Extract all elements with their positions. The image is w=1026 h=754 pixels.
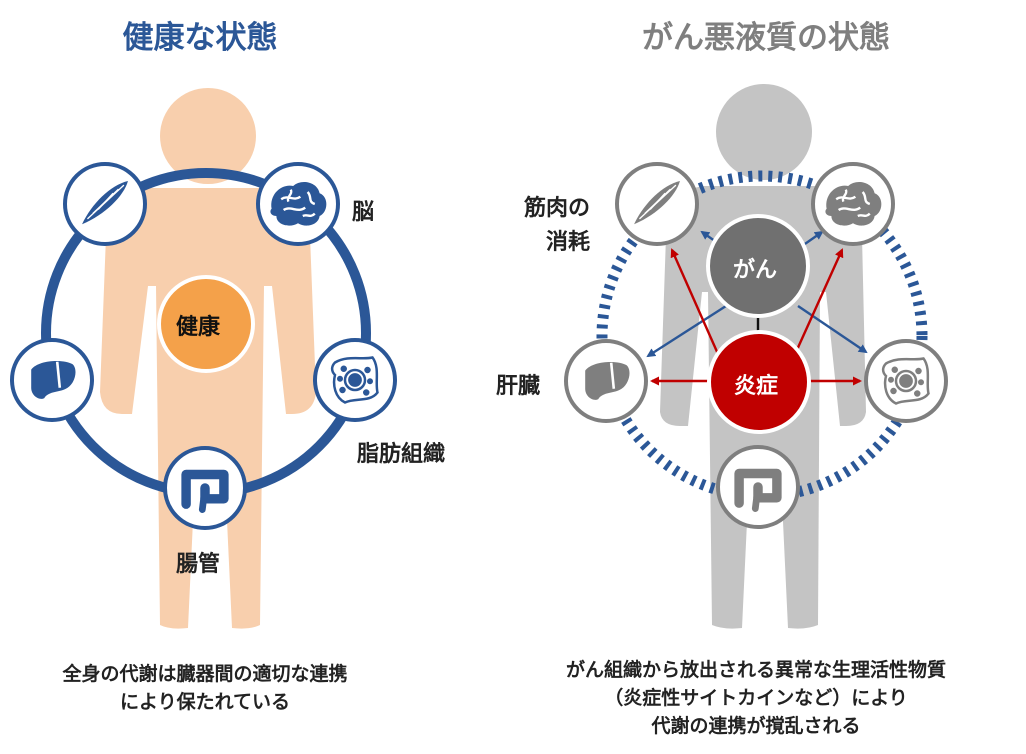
label-muscle-line2: 消耗 <box>545 230 590 255</box>
cancer-label: がん <box>733 258 778 283</box>
healthy-caption-line1: 全身の代謝は臓器間の適切な連携 <box>62 663 348 685</box>
inflammation-signal-arrows <box>650 248 862 386</box>
cancer-circle <box>706 214 810 318</box>
cachexia-caption: がん組織から放出される異常な生理活性物質 （炎症性サイトカインなど）により 代謝… <box>486 656 1026 740</box>
healthy-intestine-node <box>163 446 247 530</box>
cachexia-state-title: がん悪液質の状態 <box>642 20 890 56</box>
healthy-adipose-node <box>313 338 397 422</box>
cachexia-intestine-node <box>716 445 800 529</box>
cachexia-adipose-node <box>864 339 948 423</box>
cachexia-muscle-node <box>615 162 699 246</box>
label-muscle-line1: 筋肉の <box>523 196 590 221</box>
cachexia-caption-line1: がん組織から放出される異常な生理活性物質 <box>565 659 946 681</box>
cachexia-caption-line2: （炎症性サイトカインなど）により <box>604 687 908 709</box>
label-brain: 脳 <box>352 200 375 225</box>
cachexia-brain-node <box>811 162 895 246</box>
adipose-cell-icon <box>881 357 930 405</box>
healthy-center-label: 健康 <box>176 315 221 340</box>
label-intestine: 腸管 <box>176 552 221 577</box>
cachexia-caption-line3: 代謝の連携が撹乱される <box>651 715 861 737</box>
adipose-cell-icon <box>330 356 379 404</box>
healthy-caption-line2: により保たれている <box>119 691 291 713</box>
healthy-liver-node <box>10 338 94 422</box>
label-muscle-wasting: 筋肉の 消耗 <box>480 192 590 260</box>
healthy-body-silhouette <box>100 88 316 629</box>
inflammation-label: 炎症 <box>734 374 779 399</box>
healthy-state-title: 健康な状態 <box>122 20 278 56</box>
healthy-muscle-node <box>63 162 147 246</box>
healthy-brain-node <box>256 162 340 246</box>
label-adipose: 脂肪組織 <box>357 442 446 467</box>
inflammation-circle <box>707 330 811 434</box>
healthy-caption: 全身の代謝は臓器間の適切な連携 により保たれている <box>0 660 410 716</box>
healthy-center-circle <box>157 275 255 373</box>
cachexia-liver-node <box>564 339 648 423</box>
label-liver: 肝臓 <box>496 374 541 399</box>
